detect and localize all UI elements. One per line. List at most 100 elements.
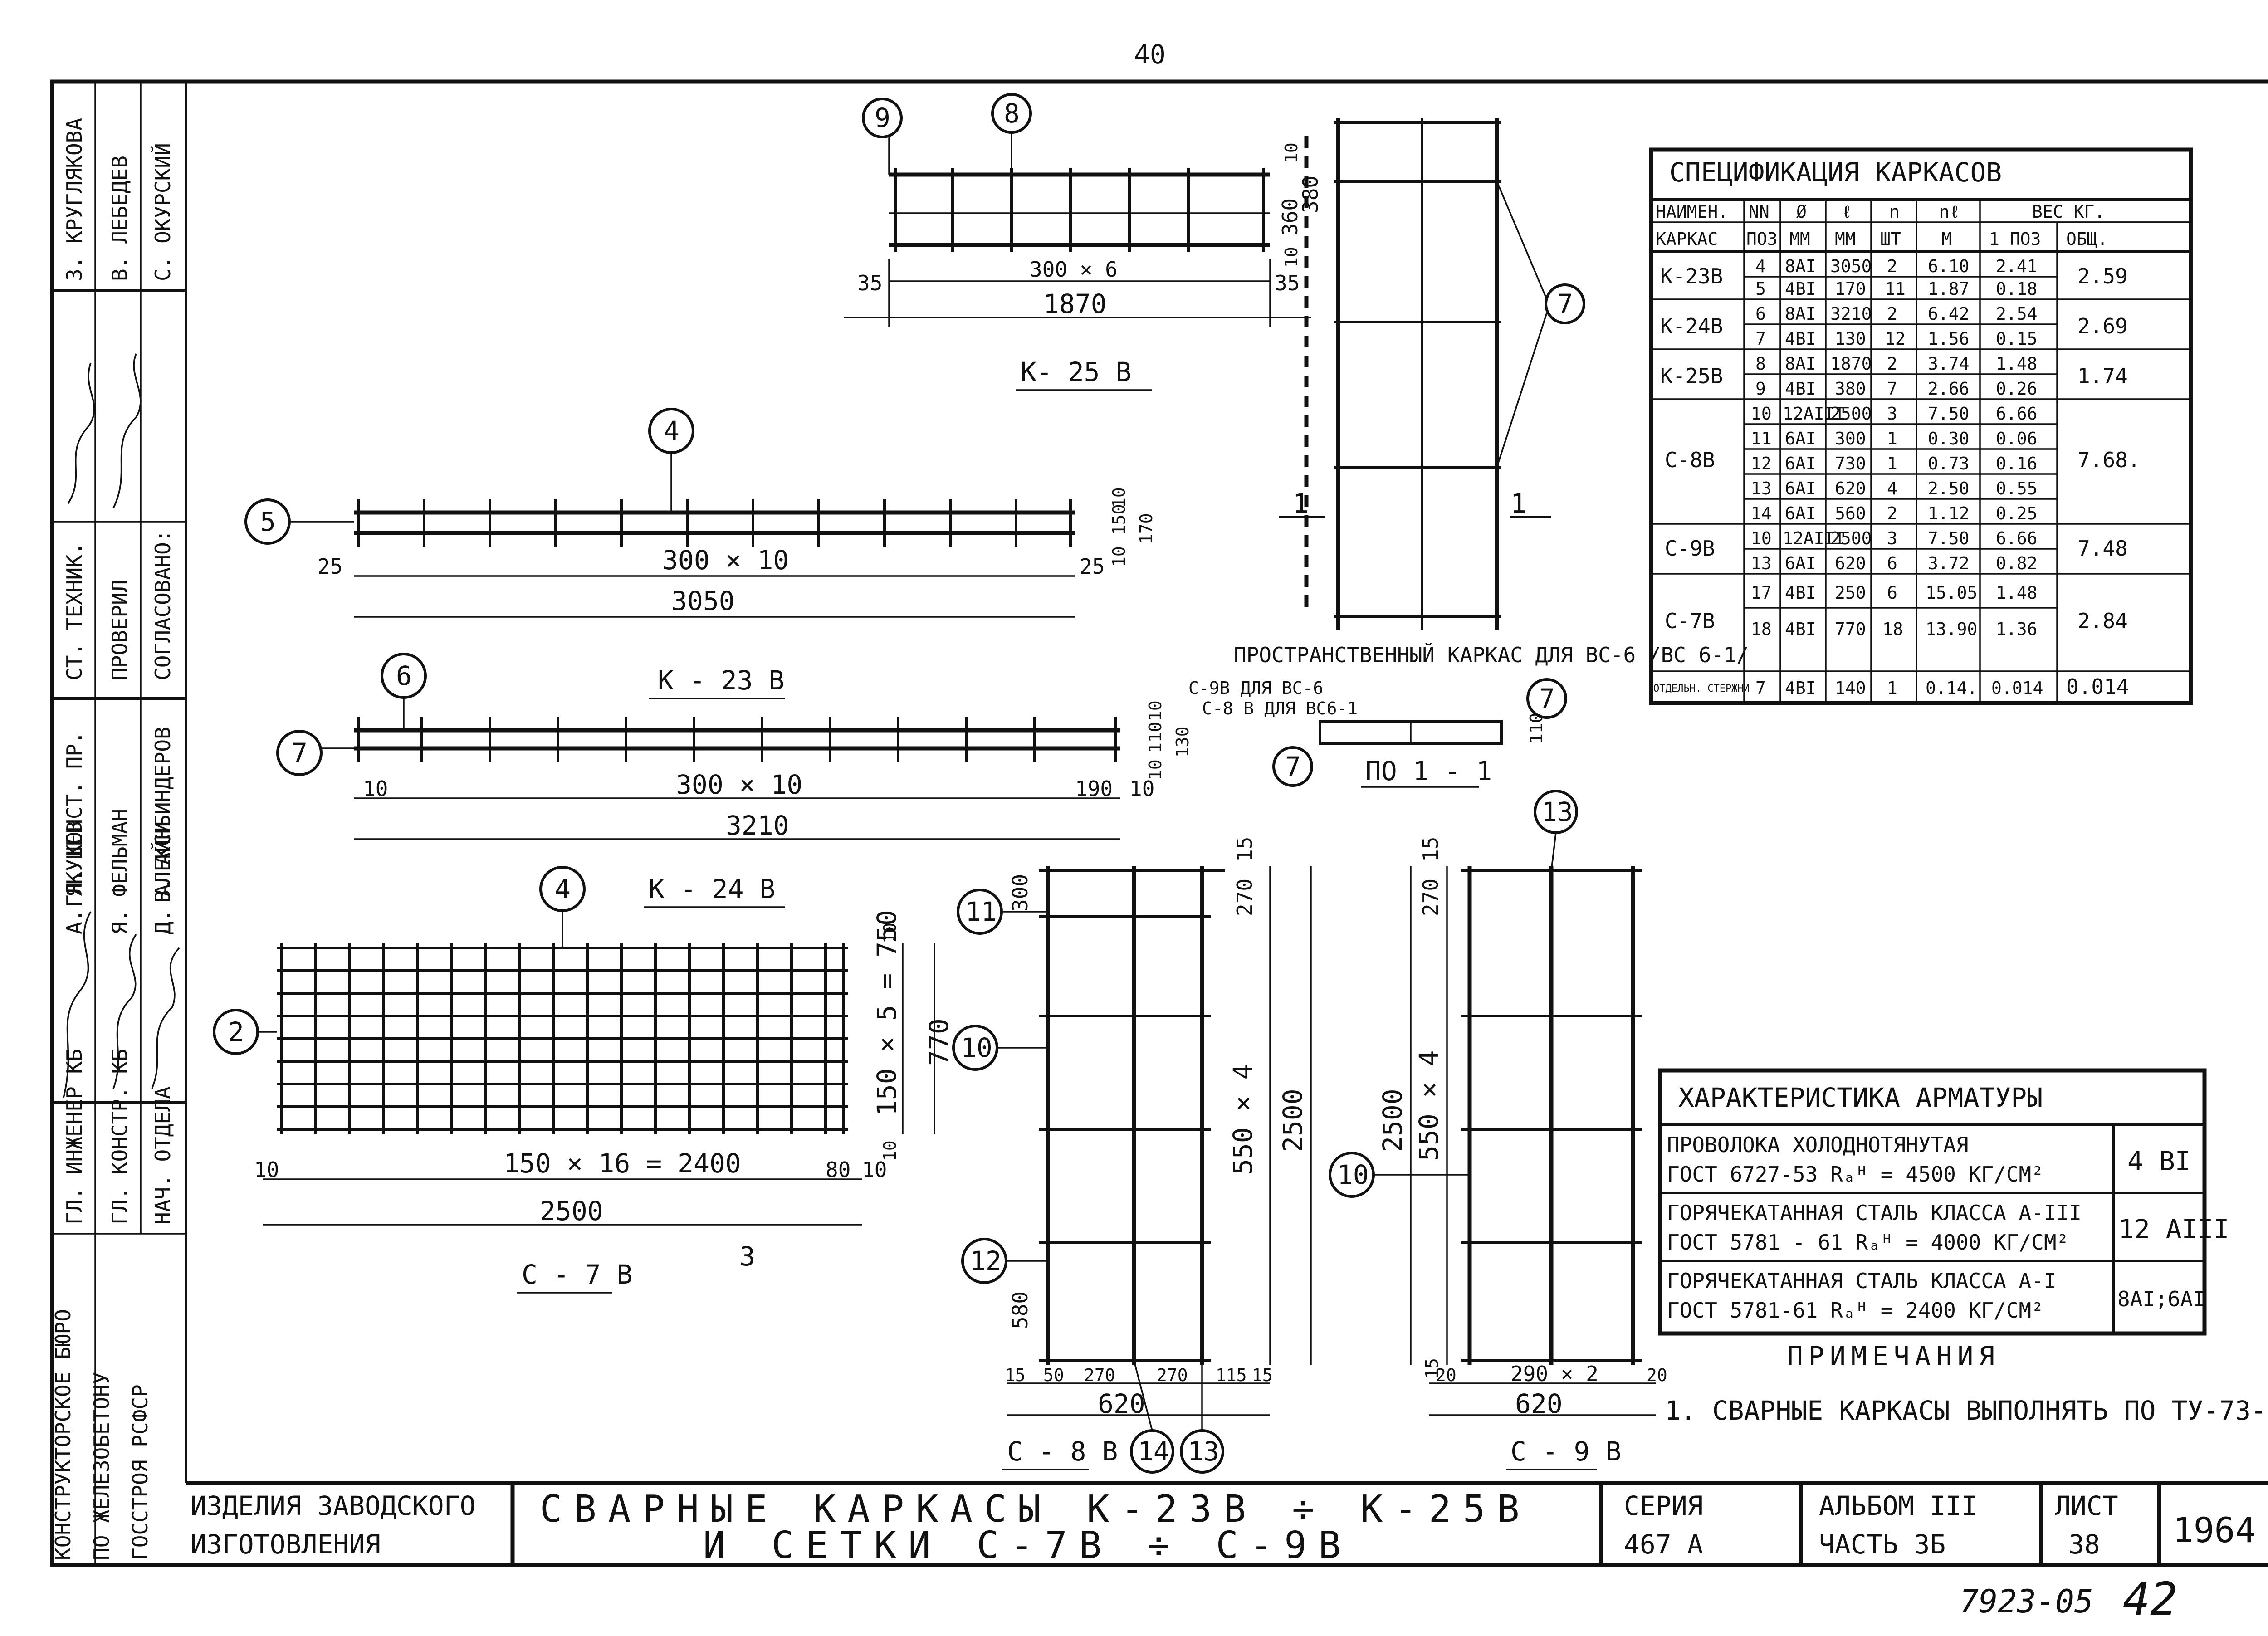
- spec-row-cell: 7.50: [1928, 528, 1970, 548]
- k25-dim-total: 1870: [1043, 288, 1107, 319]
- c7-dim-770: 770: [924, 1018, 954, 1066]
- char-row2-code: 12 AIII: [2118, 1214, 2229, 1245]
- spec-row-cell: 6AI: [1785, 479, 1816, 498]
- spec-total-k25: 1.74: [2077, 364, 2128, 388]
- spec-row-cell: 6.10: [1928, 256, 1970, 276]
- section-pos-7b: 7: [1539, 683, 1555, 714]
- spec-row-cell: 2: [1887, 304, 1897, 324]
- spec-row-cell: 2.41: [1996, 256, 2038, 276]
- sidebar-name-3: Д. АЛЕКСИ: [151, 821, 175, 934]
- c8-dim-2500: 2500: [1277, 1089, 1308, 1152]
- c9-bot-20b: 20: [1647, 1365, 1667, 1385]
- spec-row-cell: 6: [1887, 583, 1897, 603]
- k23-dim-inner: 300 × 10: [662, 545, 789, 576]
- k24-dim-inner: 300 × 10: [676, 769, 802, 800]
- spec-row-cell: 130: [1835, 329, 1866, 349]
- space-frame: 7 1 1 ПРОСТРАНСТВЕННЫЙ КАРКАС ДЛЯ ВС-6 /…: [1188, 118, 1749, 788]
- spec-row-cell: 2: [1887, 354, 1897, 374]
- spec-h1-nn: NN: [1749, 202, 1769, 222]
- spec-row-cell: 12: [1885, 329, 1906, 349]
- spec-row-cell: 1: [1887, 678, 1897, 698]
- c7-dim-80: 80: [826, 1157, 850, 1182]
- spec-h1-len: ℓ: [1842, 202, 1852, 222]
- spec-row-cell: 10: [1751, 528, 1772, 548]
- spec-row-cell: 1: [1887, 429, 1897, 449]
- spec-total-separate: 0.014: [2066, 674, 2129, 699]
- spec-row-cell: 11: [1885, 279, 1906, 299]
- spec-row-cell: 14: [1751, 503, 1772, 523]
- spec-h2-pos: ПОЗ: [1746, 229, 1778, 249]
- handwritten-page: 42: [2123, 1573, 2177, 1626]
- spec-row-cell: 6: [1887, 553, 1897, 573]
- spec-row-cell: 8: [1755, 354, 1766, 374]
- spec-row-cell: 4BI: [1785, 329, 1816, 349]
- k23-label: К - 23 В: [658, 665, 784, 696]
- spec-row-cell: 6AI: [1785, 503, 1816, 523]
- c8-dim-270: 270: [1232, 879, 1257, 916]
- spec-total-c9: 7.48: [2077, 536, 2128, 561]
- spec-h1-n: n: [1889, 202, 1900, 222]
- spec-row-cell: 15.05: [1926, 583, 1977, 603]
- spec-row-cell: 1: [1887, 454, 1897, 474]
- spec-total-k24: 2.69: [2077, 314, 2128, 338]
- seria-label: СЕРИЯ: [1624, 1490, 1703, 1521]
- notes-item-1: 1. СВАРНЫЕ КАРКАСЫ ВЫПОЛНЯТЬ ПО ТУ-73-56: [1665, 1395, 2268, 1426]
- k23-dim-25b: 25: [1080, 554, 1105, 579]
- spec-group-separate: ОТДЕЛЬН. СТЕРЖНИ: [1653, 683, 1750, 694]
- spec-table: СПЕЦИФИКАЦИЯ КАРКАСОВ НАИМЕН. NN Ø ℓ n n…: [1649, 147, 2193, 705]
- c8-dim-580: 580: [1008, 1291, 1032, 1329]
- spec-total-c7: 2.84: [2077, 609, 2128, 633]
- spec-row-cell: 250: [1835, 583, 1866, 603]
- c7-pos-2: 2: [228, 1016, 244, 1047]
- k25-dim-inner: 300 × 6: [1030, 257, 1118, 282]
- c8-bot-15a: 15: [1005, 1365, 1026, 1385]
- spec-row-cell: 5: [1755, 279, 1766, 299]
- spec-row-cell: 4BI: [1785, 619, 1816, 639]
- spec-row-cell: 7.50: [1928, 404, 1970, 424]
- k25-label: К- 25 В: [1021, 357, 1131, 387]
- spec-row-cell: 2: [1887, 503, 1897, 523]
- spec-row-cell: 2500: [1830, 404, 1872, 424]
- spec-row-cell: 3: [1887, 404, 1897, 424]
- spec-row-cell: 6AI: [1785, 553, 1816, 573]
- k23-pos-4: 4: [664, 415, 679, 446]
- spec-row-cell: 170: [1835, 279, 1866, 299]
- c8-pos-13: 13: [1188, 1436, 1219, 1467]
- c7-dim-10t: 10: [880, 923, 900, 943]
- spec-row-cell: 13: [1751, 479, 1772, 498]
- c9-pos-10: 10: [1337, 1159, 1369, 1190]
- char-row1-l2: ГОСТ 6727-53 Rₐᴴ = 4500 КГ/СМ²: [1667, 1162, 2044, 1187]
- outer-frame: [50, 79, 2268, 1567]
- c7-dim-10b: 10: [880, 1140, 900, 1161]
- spec-row-cell: 730: [1835, 454, 1866, 474]
- c7-dim-vertical: 150 × 5 = 750: [871, 910, 902, 1116]
- spec-row-cell: 140: [1835, 678, 1866, 698]
- sidebar-role-6: ПРОВЕРИЛ: [108, 580, 132, 680]
- k23-dim-170: 170: [1136, 513, 1156, 544]
- spec-group-k24: К-24В: [1660, 314, 1723, 338]
- spec-h1-dia: Ø: [1796, 202, 1807, 222]
- spec-row-cell: 7: [1755, 329, 1766, 349]
- sheet-number: 38: [2068, 1529, 2100, 1560]
- spec-row-cell: 4BI: [1785, 379, 1816, 399]
- char-row3-l2: ГОСТ 5781-61 Rₐᴴ = 2400 КГ/СМ²: [1667, 1298, 2044, 1323]
- k25-dim-35a: 35: [857, 271, 882, 295]
- page-number: 40: [1134, 39, 1166, 70]
- spec-row-cell: 6.66: [1996, 404, 2038, 424]
- spec-row-cell: 0.55: [1996, 479, 2038, 498]
- sidebar-stamp: ГЛ. ИНЖЕНЕР КБ ГЛ. КОНСТР. КБ НАЧ. ОТДЕЛ…: [52, 82, 186, 1565]
- spec-row-cell: 12AIII: [1783, 528, 1845, 548]
- c9-dim-15: 15: [1418, 837, 1443, 862]
- k24-label: К - 24 В: [649, 874, 775, 904]
- spec-row-cell: 3: [1887, 528, 1897, 548]
- spec-row-cell: 0.014: [1991, 678, 2043, 698]
- c8-pos-14: 14: [1138, 1436, 1169, 1467]
- spec-row-cell: 3050: [1830, 256, 1872, 276]
- spec-group-k23: К-23В: [1660, 264, 1723, 288]
- spec-row-cell: 2: [1887, 256, 1897, 276]
- k24-dim-10b: 10: [1145, 759, 1165, 780]
- spec-row-cell: 620: [1835, 479, 1866, 498]
- k25-dim-10b: 10: [1281, 247, 1301, 268]
- k25-pos-8: 8: [1004, 98, 1020, 129]
- spec-group-c9: С-9В: [1665, 536, 1715, 561]
